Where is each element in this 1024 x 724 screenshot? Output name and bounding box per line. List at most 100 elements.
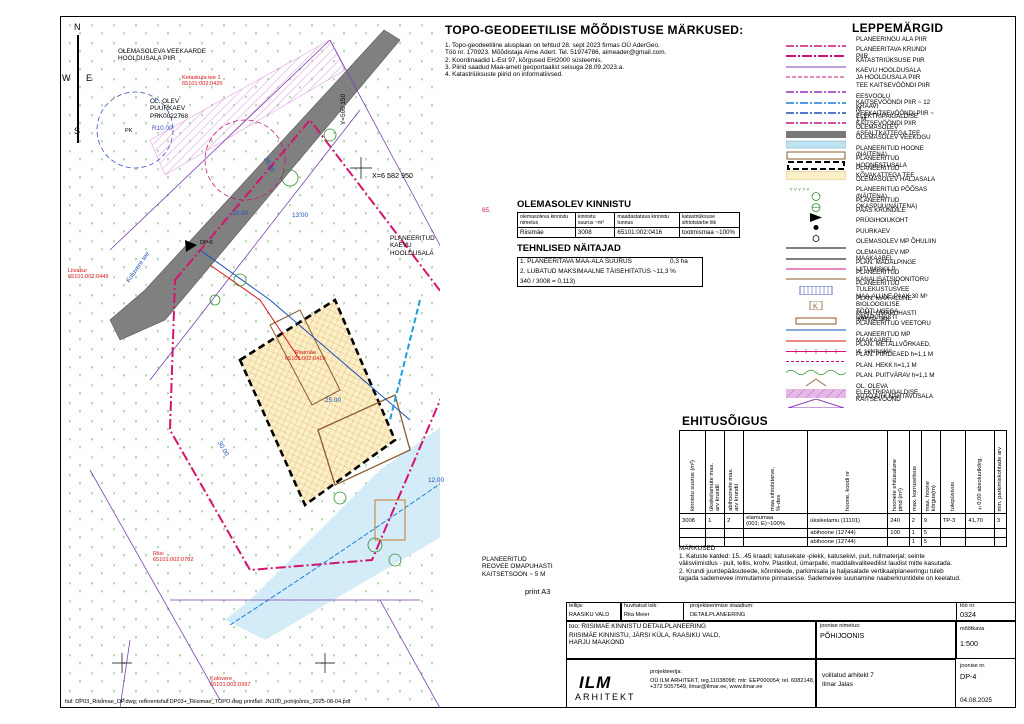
legend-item: PLANEERITUD HOONE (NÄITENA) xyxy=(786,144,936,160)
kinnistu-h1: kinnistu suurus ~m² xyxy=(574,212,616,228)
table-cell: 1 xyxy=(908,528,922,538)
table-cell: üksikelamu (11101) xyxy=(807,513,889,529)
legend-symbol-icon xyxy=(785,385,846,398)
label-x-coord: X=6 582 950 xyxy=(372,171,413,180)
tb-cell-joonis xyxy=(816,621,956,659)
compass-arrow-icon xyxy=(77,35,79,143)
legend-label: PLANEERITUD PÕÕSAS (NÄITENA) xyxy=(856,186,928,200)
legend-item: PLANEERITUD KÕVAKATTEGA TEE xyxy=(785,165,936,181)
tb-staadium-label: projekteerimise staadium: xyxy=(690,603,754,609)
legend-symbol-icon xyxy=(786,271,846,280)
tb-cell-tellija xyxy=(566,602,621,621)
eh-h2: abihoonete max. arv krundil xyxy=(724,430,745,514)
legend-symbol-icon xyxy=(786,395,846,409)
legend-symbol-icon xyxy=(786,230,846,242)
planning-area-boundary xyxy=(168,118,440,572)
legend-symbol-icon xyxy=(786,126,846,138)
legend-symbol-icon xyxy=(786,147,846,160)
table-cell xyxy=(678,528,707,538)
tree-symbols xyxy=(209,128,402,567)
label-plan-reovee: PLANEERITUD REOVEE OMAPUHASTI KAITSETSOO… xyxy=(482,556,553,578)
print-a3: print A3 xyxy=(525,587,551,596)
table-cell xyxy=(887,537,910,547)
legend-item: PÄÄS KRUNDILE xyxy=(786,207,936,222)
tb-cell-proj xyxy=(566,659,816,708)
ehitusoigus-title: EHITUSÕIGUS xyxy=(682,414,768,428)
kinnistu-h3: katastriüksuse sihtotstarbe liik xyxy=(678,212,741,228)
legend-label: PLANEERITUD HOONE (NÄITENA) xyxy=(856,144,924,159)
legend-label: OLEMASOLEV MP MAAKAABEL xyxy=(856,248,910,263)
tb-too-label: too: RIISIMAE KINNISTU DETAILPLANEERING xyxy=(569,623,706,630)
label-dp-number: 65. xyxy=(482,207,491,214)
tb-tellija: RAASIKU VALD xyxy=(569,612,610,618)
label-plan-kaevu: PLANEERITUD KAEVU HOOLDUSALA xyxy=(390,235,435,257)
legend-symbol-icon xyxy=(786,188,846,202)
legend-symbol-icon xyxy=(786,157,846,170)
table-cell: 100 xyxy=(887,528,910,538)
legend-symbol-icon xyxy=(786,199,846,212)
legend-item: PUURKAEV xyxy=(786,228,936,242)
legend-symbol-icon xyxy=(786,374,846,387)
kinnistu-c2: 65101:002:0416 xyxy=(614,227,680,238)
legend-symbol-icon: K xyxy=(786,297,846,310)
legend-item: K PLAN. MAA-ALUNE BIOLOOGILISE TÖÖTLUSEGA… xyxy=(786,295,936,321)
legend-item: ELEKTRIPAIGALDISE KAITSEVÖÖNDI PIIR xyxy=(786,113,936,127)
ehitusoigus-table: kinnistu suurus (m²) üksikelamute max. a… xyxy=(678,430,1008,547)
legend-label: OLEMASOLEV VEEKOGU xyxy=(856,134,931,142)
legend-label: AUTOJUHI NÄHTAVUSALA xyxy=(856,393,934,400)
logo-subtext: ARHITEKT xyxy=(575,692,636,702)
kinnistu-table: olemasoleva kinnistu nimetus kinnistu su… xyxy=(517,212,741,238)
compass-e: E xyxy=(86,73,93,83)
legend-symbol-icon xyxy=(786,312,846,325)
legend-item: KRAAVI VEEKAITSEVÖÖNDI PIIR ~ 1 M xyxy=(786,103,936,123)
legend-label: KAEVU HOOLDUSALA JA HOOLDUSALA PIIR xyxy=(856,67,921,81)
planned-building xyxy=(317,394,411,486)
tb-proj-label: projekteerija: xyxy=(650,669,683,675)
legend-symbol-icon xyxy=(785,364,847,375)
legend-symbol-icon xyxy=(786,333,846,342)
legend-symbol-icon xyxy=(786,251,846,260)
legend-label: PLAN. HEKK h=1,1 M xyxy=(856,361,917,369)
legend-label: PÄÄS KRUNDILE xyxy=(856,207,906,214)
table-cell: elamumaa (001; E)~100% xyxy=(743,513,809,529)
kinnistu-c1: 3008 xyxy=(574,227,616,238)
legend-symbol-icon: ᵥ ᵥ ᵥ ᵥ ᵥ xyxy=(786,178,846,192)
topo-notes: 1. Topo-geodeetiline alusplaan on tehtud… xyxy=(445,42,667,79)
tb-cell-vol xyxy=(816,659,956,708)
legend-label: PRÜGIHOIUKOHT xyxy=(856,217,909,225)
tb-moot: 1:500 xyxy=(960,639,978,648)
legend-label: ELEKTRIPAIGALDISE KAITSEVÖÖNDI PIIR xyxy=(856,113,919,127)
legend-label: PLANEERITUD OKASPUU(NÄITENA) xyxy=(856,196,918,211)
eh-h3: maa sihtotstarve, %-des xyxy=(743,430,809,514)
svg-text:K: K xyxy=(813,303,818,310)
legend-item: PLANEERITAVA KRUNDI PIIR xyxy=(786,47,936,60)
water-zone xyxy=(225,427,440,640)
tb-too-lines: RIISIMÄE KINNISTU, JÄRSI KÜLA, RAASIKU V… xyxy=(569,632,721,647)
eh-h7: max. hoone kõrgus(m) xyxy=(920,430,941,514)
tehnilised-title: TEHNLISED NÄITAJAD xyxy=(517,243,621,254)
legend-label: PLAN. METALLVÕRKAED, vt. seletuskiri xyxy=(856,341,931,355)
legend-symbol-icon xyxy=(785,167,847,181)
tb-joonise-nr-label: joonise nr. xyxy=(960,663,986,669)
legend-symbol-icon xyxy=(786,322,846,331)
legend-label: PLAN. MAA-ALUNE BIOLOOGILISE TÖÖTLUSEGA … xyxy=(856,294,912,322)
legend-item: PLANEERITUD PÕÕSAS (NÄITENA) xyxy=(786,186,936,202)
legend-label: PLANEERITUD KANALISATSIOONITORU xyxy=(856,269,929,283)
legend-item: PLANEERITUD KANALISATSIOONITORU xyxy=(786,269,936,283)
legend-item: KAEVU HOOLDUSALA JA HOOLDUSALA PIIR xyxy=(786,67,936,81)
table-cell: 5 xyxy=(920,537,941,547)
table-cell xyxy=(743,537,809,547)
legend-label: KATASTRIÜKSUSE PIIR xyxy=(856,56,925,64)
tb-too-nr-label: töö nr. xyxy=(960,603,976,609)
legend-item: PLANEERITUD VEETORU xyxy=(786,321,936,331)
legend-symbol-icon xyxy=(786,105,846,114)
legend-item: PLANEERINGU ALA PIIR xyxy=(786,36,936,47)
legend-item: OL. OLEVA ELEKTRIPAIGALDISE KAITSEVÖÖND xyxy=(785,383,936,402)
tb-huvitatud: Rita Meier xyxy=(624,612,650,618)
legend-item: PLANEERITUD HOONESTUSALA xyxy=(786,155,936,170)
table-cell xyxy=(705,528,726,538)
legend-label: PLANEERITUD KÕVAKATTEGA TEE xyxy=(856,165,915,179)
